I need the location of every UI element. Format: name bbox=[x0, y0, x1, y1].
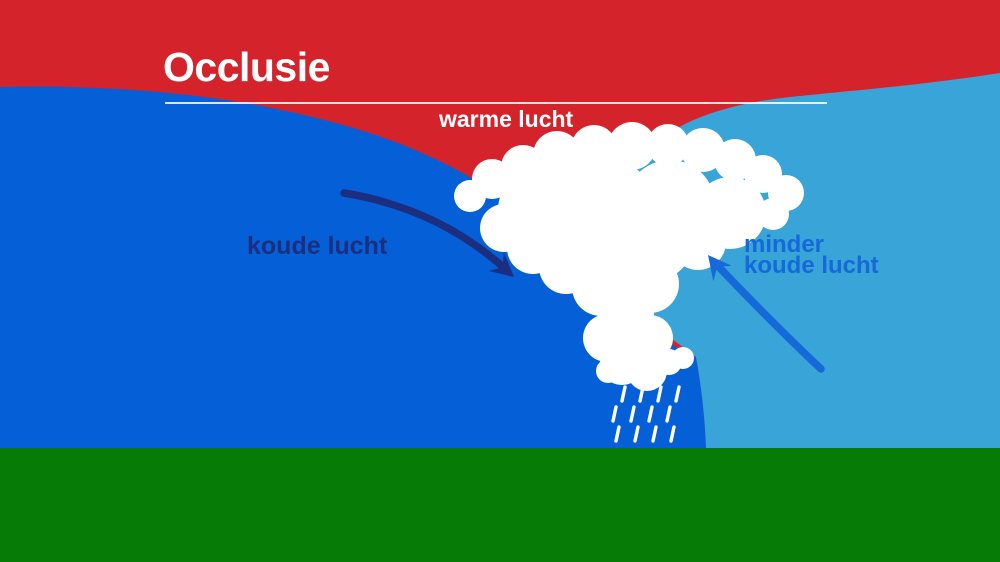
title-underline bbox=[165, 102, 827, 104]
page-title: Occlusie bbox=[163, 44, 330, 90]
cloud-icon bbox=[454, 122, 804, 391]
label-less-cold-air-line1: minder bbox=[744, 231, 825, 258]
cold-air-region bbox=[0, 86, 706, 449]
label-warm-air: warme lucht bbox=[439, 106, 574, 132]
label-less-cold-air-line2: koude lucht bbox=[744, 252, 879, 279]
label-less-cold-air: minder koude lucht bbox=[744, 231, 879, 279]
rain-icon bbox=[611, 385, 681, 443]
label-cold-air: koude lucht bbox=[247, 232, 388, 260]
less-cold-air-arrow-icon bbox=[708, 255, 825, 373]
cold-air-arrow-icon bbox=[340, 189, 514, 277]
ground-region bbox=[0, 448, 1000, 562]
